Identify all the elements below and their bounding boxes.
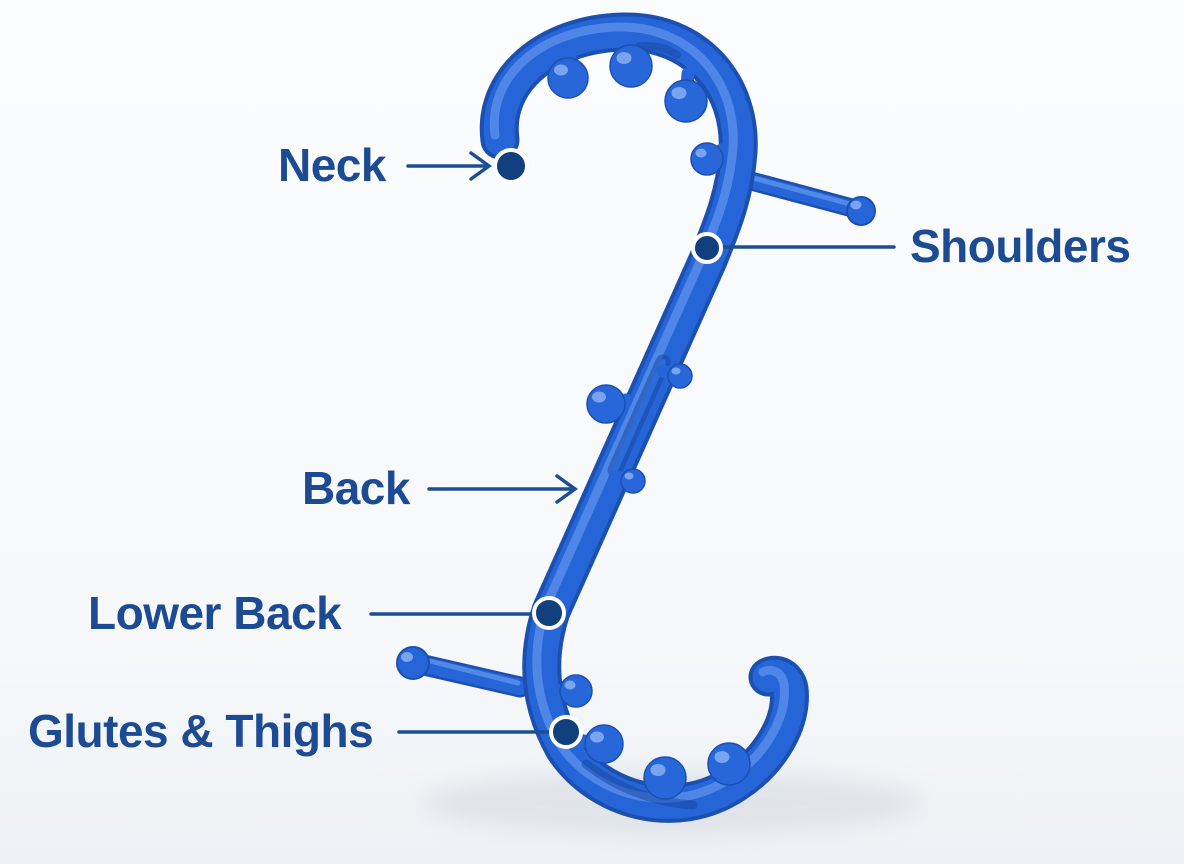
label-neck: Neck (278, 139, 386, 192)
callout-dot-neck (493, 148, 529, 184)
callout-connector-back (427, 474, 578, 504)
cane-spine-fill (483, 16, 805, 819)
knob-highlights (554, 52, 730, 776)
label-lower-back: Lower Back (88, 587, 342, 640)
label-back: Back (302, 462, 410, 515)
cane-knobs (546, 41, 751, 801)
callout-dot-lower-back (532, 596, 566, 630)
cane-spine-sheen (489, 22, 789, 803)
callout-connector-neck (406, 151, 492, 181)
label-shoulders: Shoulders (910, 220, 1131, 273)
cane-handle-top-right (730, 168, 876, 226)
callouts (369, 151, 896, 734)
cane-groove-inner (612, 359, 666, 473)
cane-body (396, 12, 876, 823)
callout-dots (493, 148, 723, 749)
cane-handle-bottom-left (396, 646, 531, 698)
callout-dot-shoulders (691, 232, 723, 264)
label-glutes-thighs: Glutes & Thighs (28, 705, 374, 758)
callout-dot-glutes (549, 715, 583, 749)
